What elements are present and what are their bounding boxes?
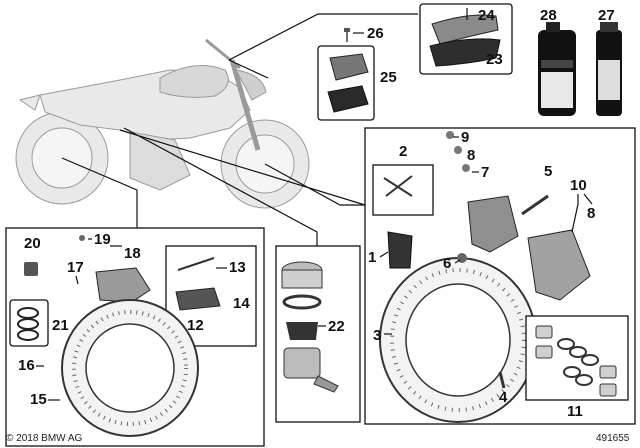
callout-17: 17: [67, 259, 84, 276]
reservoir-group: [275, 245, 361, 423]
callout-2: 2: [399, 143, 407, 160]
callout-26: 26: [367, 25, 384, 42]
callout-13: 13: [229, 259, 246, 276]
callout-8b: 8: [587, 205, 595, 222]
callout-11: 11: [567, 403, 583, 420]
callout-5: 5: [544, 163, 552, 180]
callout-20: 20: [24, 235, 41, 252]
motorcycle-illustration: [15, 38, 310, 209]
callout-18: 18: [124, 245, 141, 262]
callout-21: 21: [52, 317, 69, 334]
callout-14: 14: [233, 295, 250, 312]
diagram-id: 491655: [596, 433, 630, 444]
callout-3: 3: [373, 327, 381, 344]
callout-8: 8: [467, 147, 475, 164]
callout-15: 15: [30, 391, 47, 408]
copyright: © 2018 BMW AG: [6, 433, 83, 444]
part-25-covers: [317, 45, 375, 121]
callout-19: 19: [94, 231, 111, 248]
callout-23: 23: [486, 51, 503, 68]
callout-24: 24: [478, 7, 495, 24]
part-28-brake-fluid: [538, 22, 576, 116]
callout-7: 7: [481, 164, 489, 181]
callout-27: 27: [598, 7, 615, 24]
callout-25: 25: [380, 69, 397, 86]
callout-6: 6: [443, 255, 451, 272]
part-23-24-mount: [419, 3, 513, 75]
callout-12: 12: [187, 317, 204, 334]
callout-16: 16: [18, 357, 35, 374]
rear-brake-group: [5, 227, 265, 447]
callout-4: 4: [499, 389, 508, 406]
front-brake-group: [364, 127, 636, 425]
part-27-spray-can: [596, 22, 622, 116]
callout-22: 22: [328, 318, 345, 335]
callout-28: 28: [540, 7, 557, 24]
callout-labels: 1 2 3 4 5 6 7 8 9 10 8 11 12 13 14 15 16…: [18, 7, 615, 420]
part-26-screw: [344, 28, 350, 42]
callout-9: 9: [461, 129, 469, 146]
callout-1: 1: [368, 249, 376, 266]
callout-10: 10: [570, 177, 587, 194]
